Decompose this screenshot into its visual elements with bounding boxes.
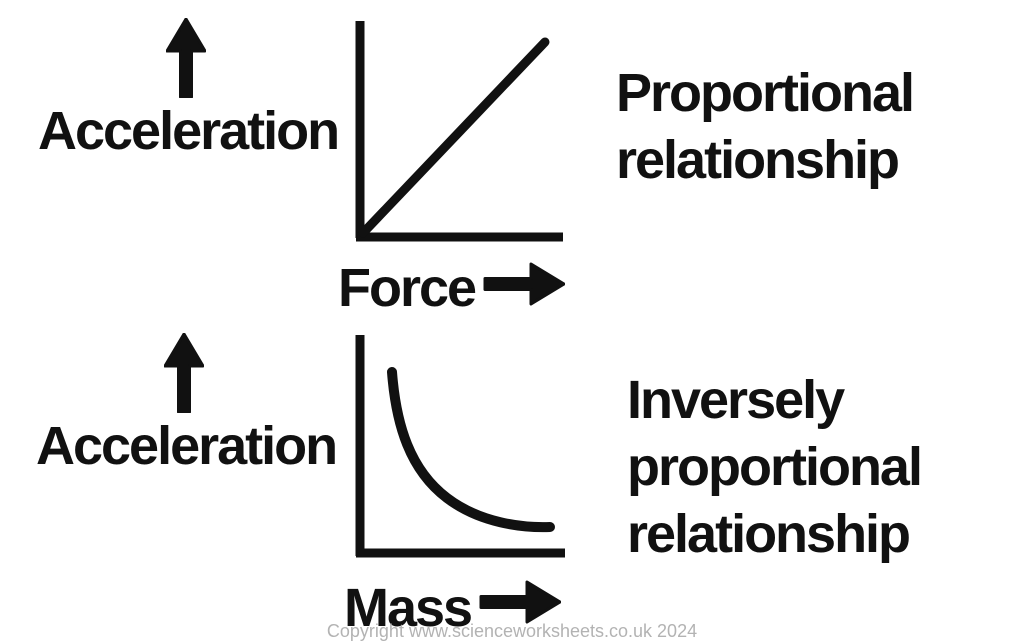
right-arrow-icon [479, 580, 561, 624]
inverse-curve [387, 367, 555, 533]
proportional-graph [355, 21, 563, 242]
copyright-text: Copyright www.scienceworksheets.co.uk 20… [326, 621, 698, 641]
x-axis-label-force: Force [338, 258, 477, 318]
caption-proportional: Proportional relationship [616, 63, 915, 190]
inverse-graph [355, 335, 565, 558]
proportional-line [358, 37, 550, 238]
up-arrow-icon [166, 18, 206, 98]
up-arrow-icon [164, 333, 204, 413]
right-arrow-icon [483, 262, 565, 306]
y-axis-label-acceleration-bottom: Acceleration [36, 416, 338, 476]
caption-inversely-proportional: Inversely proportional relationship [627, 370, 923, 564]
y-axis-label-acceleration-top: Acceleration [38, 101, 340, 161]
x-axis-label-mass: Mass [344, 578, 473, 638]
